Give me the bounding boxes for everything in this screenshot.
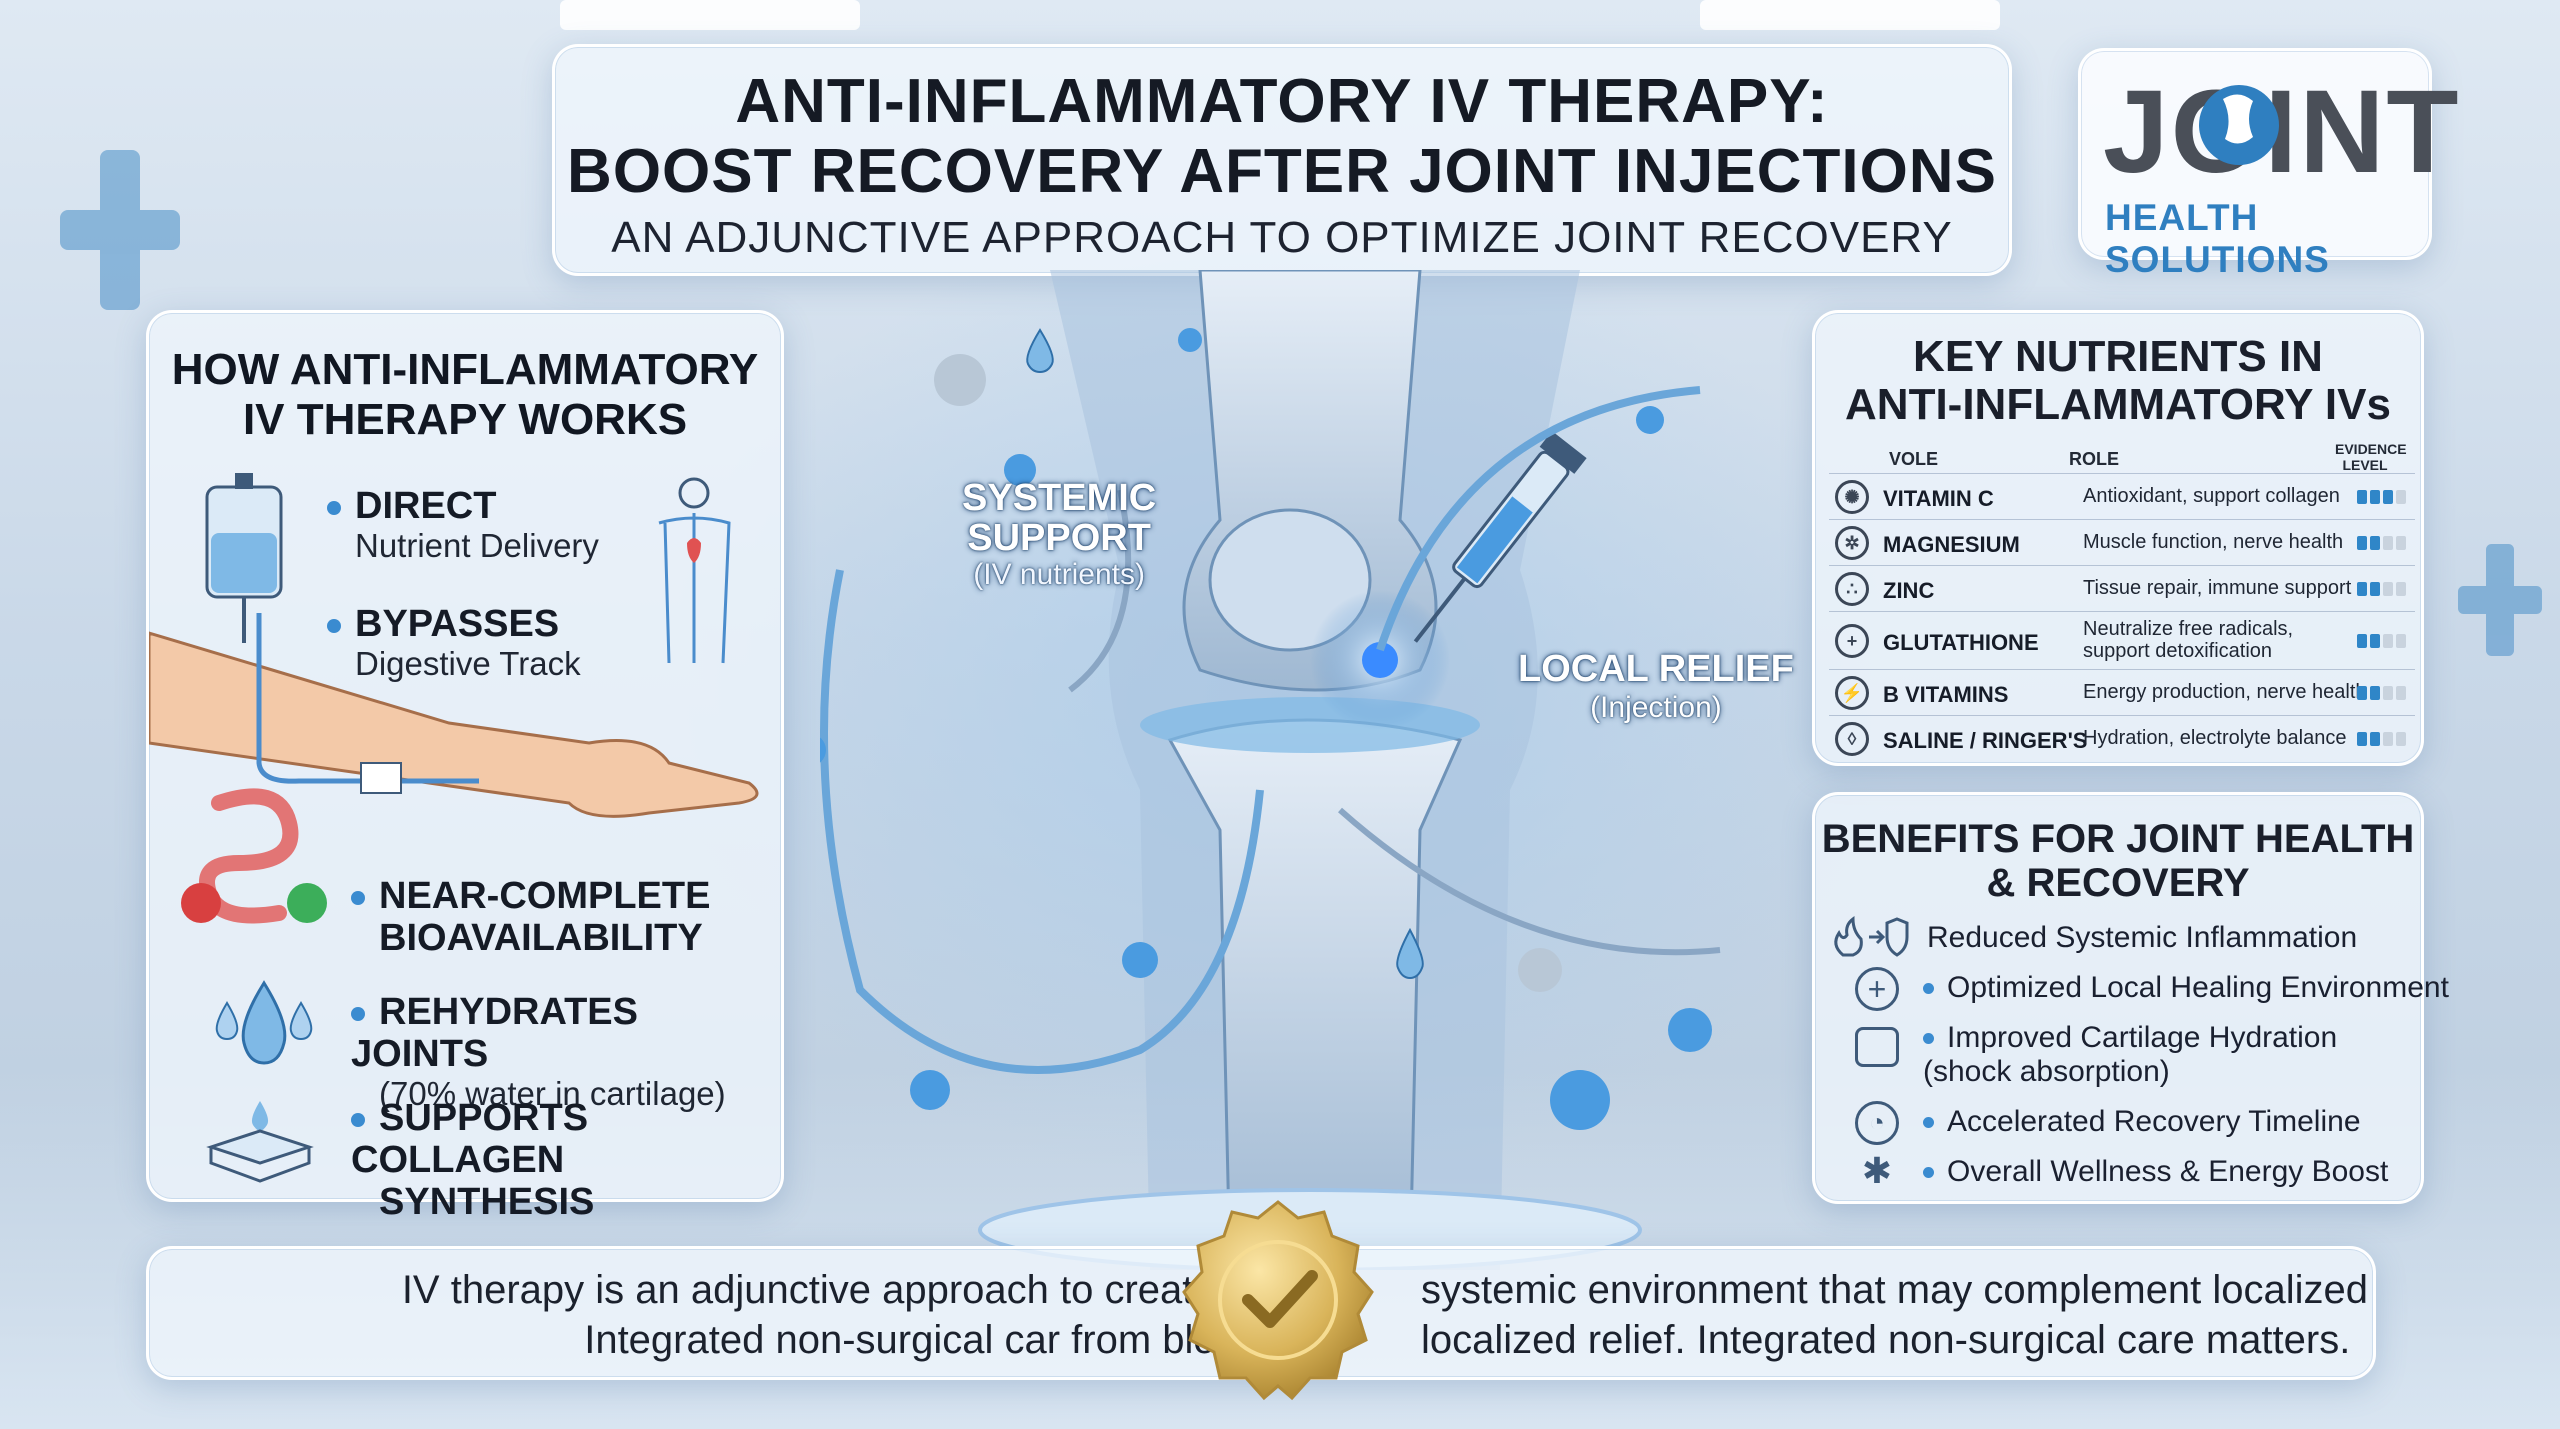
footer-right-line-1: systemic environment that may complement… (1421, 1268, 2369, 1312)
cells-icon: ∴ (1835, 572, 1869, 606)
vascular-system-icon (658, 477, 731, 664)
subtitle: AN ADJUNCTIVE APPROACH TO OPTIMIZE JOINT… (611, 213, 1953, 262)
title-line-1: ANTI-INFLAMMATORY IV THERAPY: (735, 67, 1829, 136)
systemic-line-1: SYSTEMIC (962, 477, 1157, 519)
how-item-bioavailability: NEAR-COMPLETE BIOAVAILABILITY (351, 875, 710, 959)
how-item-rehydrates: REHYDRATES JOINTS (70% water in cartilag… (351, 991, 781, 1113)
evidence-bars (2357, 732, 2413, 746)
evidence-bars (2357, 490, 2413, 504)
how-item-title-2: BIOAVAILABILITY (379, 917, 703, 959)
how-heading-line-2: IV THERAPY WORKS (242, 395, 688, 444)
wall-cross-icon (60, 150, 180, 310)
nutrient-row: ∴ ZINC Tissue repair, immune support (1829, 565, 2415, 611)
benefits-heading-line-2: & RECOVERY (1986, 861, 2250, 905)
clock-icon: ◔ (1855, 1101, 1899, 1145)
shield-icon: + (1835, 624, 1869, 658)
nutrient-row: + GLUTATHIONE Neutralize free radicals, … (1829, 611, 2415, 669)
knee-logo-icon (2199, 85, 2279, 165)
footer-left-line-1: IV therapy is an adjunctive approach to … (401, 1268, 1249, 1312)
how-heading-line-1: HOW ANTI-INFLAMMATORY (171, 345, 759, 394)
brand-logo: JOINT HEALTH SOLUTIONS (2078, 48, 2459, 280)
nutrients-heading-line-2: ANTI-INFLAMMATORY IVs (1845, 380, 2391, 429)
local-title: LOCAL RELIEF (1518, 648, 1794, 690)
title-line-2: BOOST RECOVERY AFTER JOINT INJECTIONS (567, 137, 1997, 206)
ceiling-light (560, 0, 860, 30)
how-item-direct: DIRECT Nutrient Delivery (327, 485, 599, 565)
arm-illustration (149, 613, 759, 818)
col-header-level: LEVEL (2342, 457, 2388, 473)
systemic-line-2: SUPPORT (967, 517, 1151, 559)
ceiling-light (1700, 0, 2000, 30)
how-item-collagen: SUPPORTS COLLAGEN SYNTHESIS (351, 1097, 781, 1223)
citrus-icon: ✺ (1835, 480, 1869, 514)
title-panel: ANTI-INFLAMMATORY IV THERAPY: BOOST RECO… (552, 44, 2012, 276)
how-item-title: BYPASSES (355, 603, 560, 645)
molecule-icon: ✲ (1835, 526, 1869, 560)
evidence-bars (2357, 686, 2413, 700)
how-item-title: REHYDRATES JOINTS (351, 991, 638, 1075)
footer-right-line-2: localized relief. Integrated non-surgica… (1421, 1318, 2351, 1362)
gold-checkmark-seal-icon (1182, 1200, 1374, 1401)
how-item-sub: Nutrient Delivery (355, 527, 599, 564)
flame-shield-icon (1834, 915, 1909, 957)
water-drops-icon (215, 980, 313, 1065)
footer-left-line-2: Integrated non-surgical car from blog. (584, 1318, 1249, 1362)
nutrient-row: ◊ SALINE / RINGER'S Hydration, electroly… (1829, 715, 2415, 761)
digestive-tract-icon (181, 788, 327, 924)
nutrients-heading-line-1: KEY NUTRIENTS IN (1913, 332, 2323, 381)
systemic-support-label: SYSTEMIC SUPPORT (IV nutrients) (962, 478, 1156, 592)
wall-cross-icon (2458, 544, 2542, 656)
local-sub: (Injection) (1590, 691, 1722, 724)
how-item-title: NEAR-COMPLETE (379, 875, 711, 917)
evidence-bars (2357, 536, 2413, 550)
evidence-bars (2357, 634, 2413, 648)
benefits-panel: BENEFITS FOR JOINT HEALTH & RECOVERY Red… (1812, 792, 2449, 1204)
benefits-heading-line-1: BENEFITS FOR JOINT HEALTH (1821, 817, 2415, 861)
nutrient-row: ⚡ B VITAMINS Energy production, nerve he… (1829, 669, 2415, 715)
col-header-evidence: EVIDENCE (2335, 441, 2407, 457)
col-header-role: ROLE (2069, 449, 2120, 469)
knee-joint-illustration (820, 270, 1721, 1270)
col-header-vole: VOLE (1889, 449, 1939, 469)
how-item-sub: (70% water in cartilage) (379, 1075, 726, 1112)
person-energy-icon: ✱ (1861, 1150, 1893, 1191)
droplet-icon: ◊ (1835, 722, 1869, 756)
cartilage-drop-icon (1855, 1027, 1899, 1067)
evidence-bars (2357, 582, 2413, 596)
logo-subtitle: HEALTH SOLUTIONS (2105, 197, 2330, 280)
nutrient-row: ✺ VITAMIN C Antioxidant, support collage… (1829, 473, 2415, 519)
how-item-title: SUPPORTS COLLAGEN (351, 1097, 589, 1181)
local-relief-label: LOCAL RELIEF (Injection) (1518, 648, 1794, 725)
how-it-works-panel: HOW ANTI-INFLAMMATORY IV THERAPY WORKS D… (146, 310, 784, 1223)
key-nutrients-panel: KEY NUTRIENTS IN ANTI-INFLAMMATORY IVs V… (1812, 310, 2424, 766)
how-item-title: DIRECT (355, 485, 497, 527)
how-item-title-2: SYNTHESIS (379, 1181, 595, 1223)
systemic-sub: (IV nutrients) (973, 558, 1145, 591)
medical-cross-icon: + (1855, 967, 1899, 1011)
energy-icon: ⚡ (1835, 676, 1869, 710)
nutrient-row: ✲ MAGNESIUM Muscle function, nerve healt… (1829, 519, 2415, 565)
iv-bag-icon (205, 473, 283, 643)
logo-wordmark: JOINT (2103, 66, 2461, 198)
how-item-bypasses: BYPASSES Digestive Track (327, 603, 581, 683)
how-item-sub: Digestive Track (355, 645, 581, 682)
collagen-layers-icon (206, 1101, 314, 1183)
